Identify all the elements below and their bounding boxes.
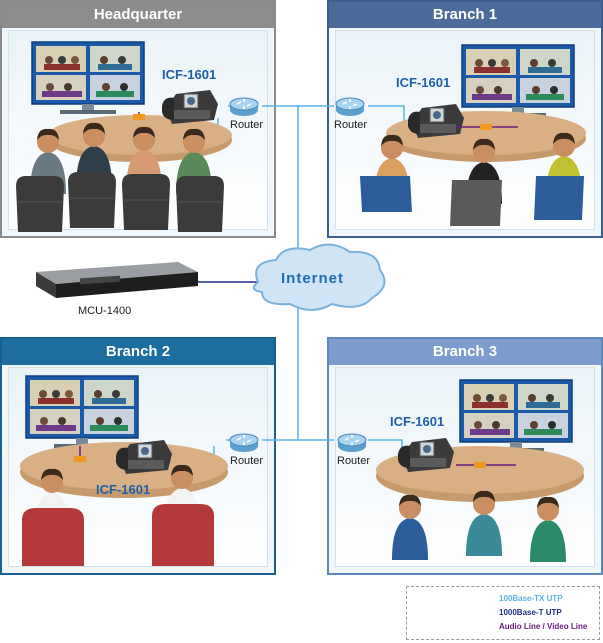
mcu-1400-device xyxy=(36,262,198,298)
branch1-scene xyxy=(335,44,586,226)
branch3-router-label: Router xyxy=(337,455,371,467)
legend: 100Base-TX UTP 1000Base-T UTP Audio Line… xyxy=(406,586,600,640)
panel-title: Branch 2 xyxy=(2,339,274,365)
hq-scene xyxy=(15,41,259,233)
branch3-device-label: ICF-1601 xyxy=(390,414,445,429)
panel-title: Headquarter xyxy=(2,2,274,28)
panel-title: Branch 1 xyxy=(329,2,601,28)
video-wall-screen xyxy=(459,379,573,453)
icf-1601-phone xyxy=(161,89,219,125)
branch2-device-label: ICF-1601 xyxy=(96,482,151,497)
mcu-label: MCU-1400 xyxy=(78,305,132,317)
legend-label: Audio Line / Video Line xyxy=(499,622,588,631)
icf-1601-phone xyxy=(407,103,465,139)
internet-cloud xyxy=(252,243,386,311)
router-icon xyxy=(229,97,259,117)
panel-title: Branch 3 xyxy=(329,339,601,365)
legend-item-100base-tx: 100Base-TX UTP xyxy=(415,592,593,606)
branch2-router-label: Router xyxy=(230,455,264,467)
legend-label: 100Base-TX UTP xyxy=(499,594,563,603)
branch1-router-label: Router xyxy=(334,119,368,131)
branch1-device-label: ICF-1601 xyxy=(396,75,451,90)
router-icon xyxy=(337,433,367,453)
av-box xyxy=(480,124,492,130)
hq-device-label: ICF-1601 xyxy=(162,67,217,82)
icf-1601-phone xyxy=(397,437,455,473)
branch2-scene xyxy=(20,375,259,566)
legend-item-1000base-t: 1000Base-T UTP xyxy=(415,606,593,620)
hq-router-label: Router xyxy=(230,119,264,131)
router-icon xyxy=(335,97,365,117)
video-wall-screen xyxy=(31,41,145,115)
branch3-scene xyxy=(337,379,584,562)
router-icon xyxy=(229,433,259,453)
video-wall-screen xyxy=(25,375,139,449)
legend-label: 1000Base-T UTP xyxy=(499,608,562,617)
av-box xyxy=(133,114,145,120)
video-wall-screen xyxy=(461,44,575,118)
legend-item-av-line: Audio Line / Video Line xyxy=(415,620,593,634)
av-box xyxy=(74,456,86,462)
internet-label: Internet xyxy=(281,270,345,287)
av-box xyxy=(474,462,486,468)
